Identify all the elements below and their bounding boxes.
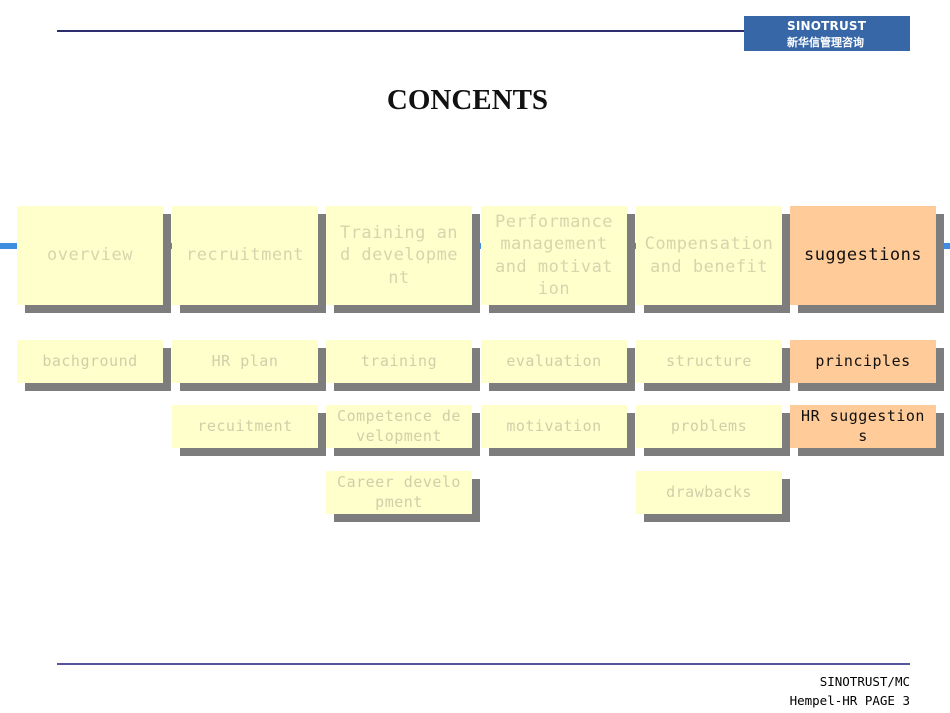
subtopic-box: structure (636, 340, 782, 383)
category-box: Training an d developme nt (326, 206, 472, 305)
subtopic-box: problems (636, 405, 782, 448)
footer-line1: SINOTRUST/MC (819, 674, 910, 689)
category-box: overview (17, 206, 163, 305)
top-rule (57, 30, 745, 32)
sinotrust-logo: SINOTRUST 新华信管理咨询 (744, 16, 910, 51)
subtopic-box: recuitment (172, 405, 318, 448)
subtopic-box: training (326, 340, 472, 383)
subtopic-box: HR suggestion s (790, 405, 936, 448)
category-box: Performance management and motivat ion (481, 206, 627, 305)
subtopic-box: principles (790, 340, 936, 383)
bottom-rule (57, 663, 910, 665)
logo-line2: 新华信管理咨询 (787, 36, 864, 49)
category-box: Compensation and benefit (636, 206, 782, 305)
subtopic-box: bachground (17, 340, 163, 383)
subtopic-box: HR plan (172, 340, 318, 383)
subtopic-box: drawbacks (636, 471, 782, 514)
footer-line2: Hempel-HR PAGE 3 (789, 693, 910, 708)
subtopic-box: motivation (481, 405, 627, 448)
category-box: recruitment (172, 206, 318, 305)
logo-line1: SINOTRUST (787, 19, 867, 33)
page-title: CONCENTS (386, 84, 549, 116)
subtopic-box: Competence de velopment (326, 405, 472, 448)
footer: SINOTRUST/MC Hempel-HR PAGE 3 (790, 672, 910, 710)
subtopic-box: evaluation (481, 340, 627, 383)
category-box: suggestions (790, 206, 936, 305)
subtopic-box: Career develo pment (326, 471, 472, 514)
